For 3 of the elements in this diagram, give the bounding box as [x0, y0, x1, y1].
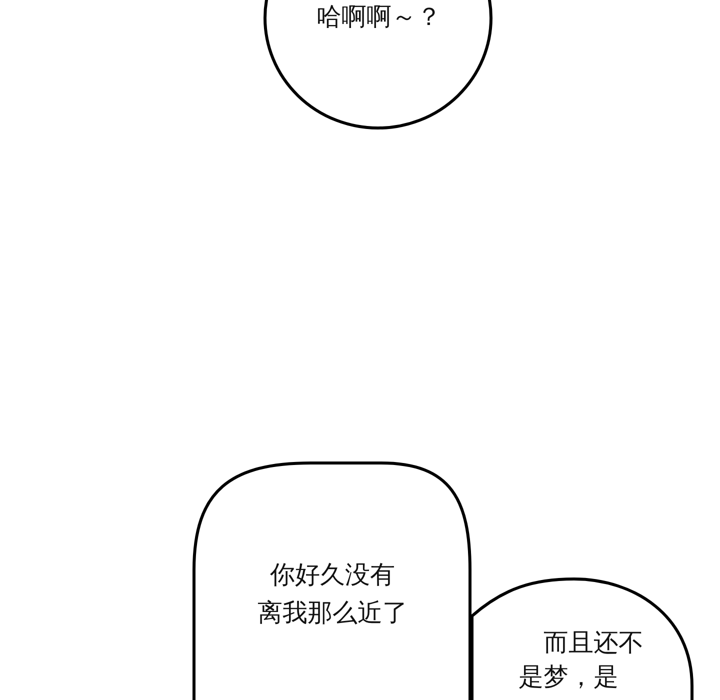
speech-text: 而且还不是梦，是 [518, 627, 644, 693]
speech-text: 哈啊啊～？ [316, 2, 442, 32]
speech-text: 你好久没有离我那么近了 [258, 559, 408, 629]
